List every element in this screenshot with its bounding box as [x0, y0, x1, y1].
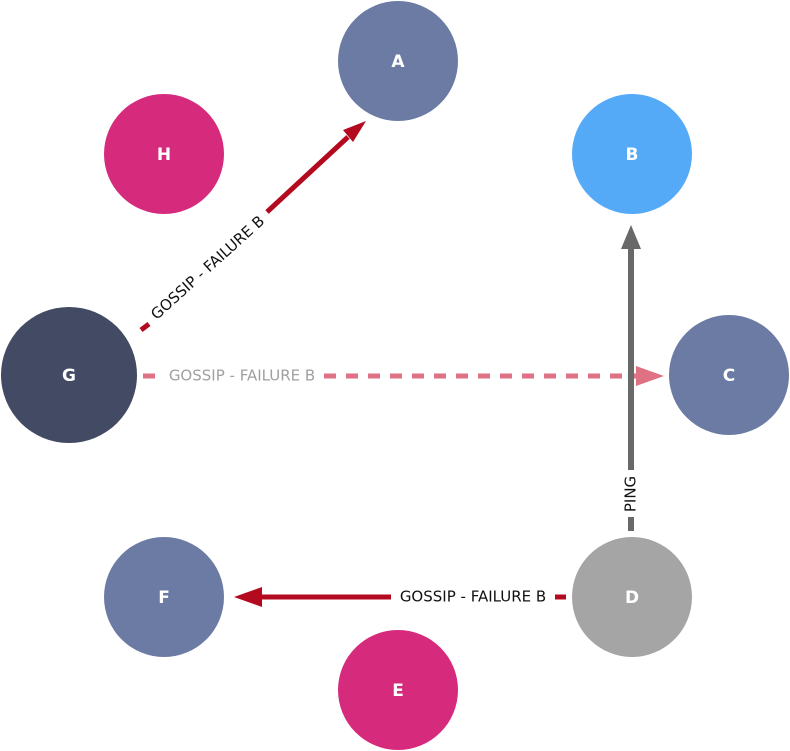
node-g: G — [1, 307, 137, 443]
node-c-circle — [669, 315, 789, 435]
node-a-label: A — [391, 52, 405, 72]
edge-d-to-b-label: PING — [622, 476, 640, 512]
node-g-label: G — [62, 366, 76, 386]
node-b: B — [572, 94, 692, 214]
node-c-label: C — [723, 366, 735, 386]
edge-d-to-b: PING — [621, 225, 641, 531]
node-g-circle — [1, 307, 137, 443]
node-b-label: B — [626, 145, 639, 165]
node-e-circle — [338, 630, 458, 750]
node-c: C — [669, 315, 789, 435]
edge-g-to-a-line — [265, 135, 350, 214]
node-h-circle — [104, 94, 224, 214]
node-f-circle — [104, 537, 224, 657]
node-a-circle — [338, 1, 458, 121]
node-f: F — [104, 537, 224, 657]
node-d: D — [572, 537, 692, 657]
edge-d-to-b-arrowhead — [621, 225, 641, 249]
edge-g-to-c-label: GOSSIP - FAILURE B — [169, 367, 315, 385]
edge-g-to-a-line-tail — [139, 322, 151, 332]
node-e: E — [338, 630, 458, 750]
edge-g-to-a-arrowhead — [343, 121, 366, 142]
node-a: A — [338, 1, 458, 121]
edge-g-to-c-arrowhead — [636, 366, 664, 386]
edge-d-to-f-arrowhead — [234, 587, 262, 607]
node-h-label: H — [157, 145, 171, 165]
node-d-circle — [572, 537, 692, 657]
node-h: H — [104, 94, 224, 214]
node-e-label: E — [392, 681, 404, 701]
edge-g-to-a-label: GOSSIP - FAILURE B — [147, 212, 268, 323]
edge-g-to-c: GOSSIP - FAILURE B — [143, 366, 664, 386]
edge-d-to-f: GOSSIP - FAILURE B — [234, 587, 566, 607]
node-b-circle — [572, 94, 692, 214]
node-f-label: F — [158, 588, 170, 608]
node-d-label: D — [625, 588, 639, 608]
edge-d-to-f-label: GOSSIP - FAILURE B — [400, 588, 546, 606]
